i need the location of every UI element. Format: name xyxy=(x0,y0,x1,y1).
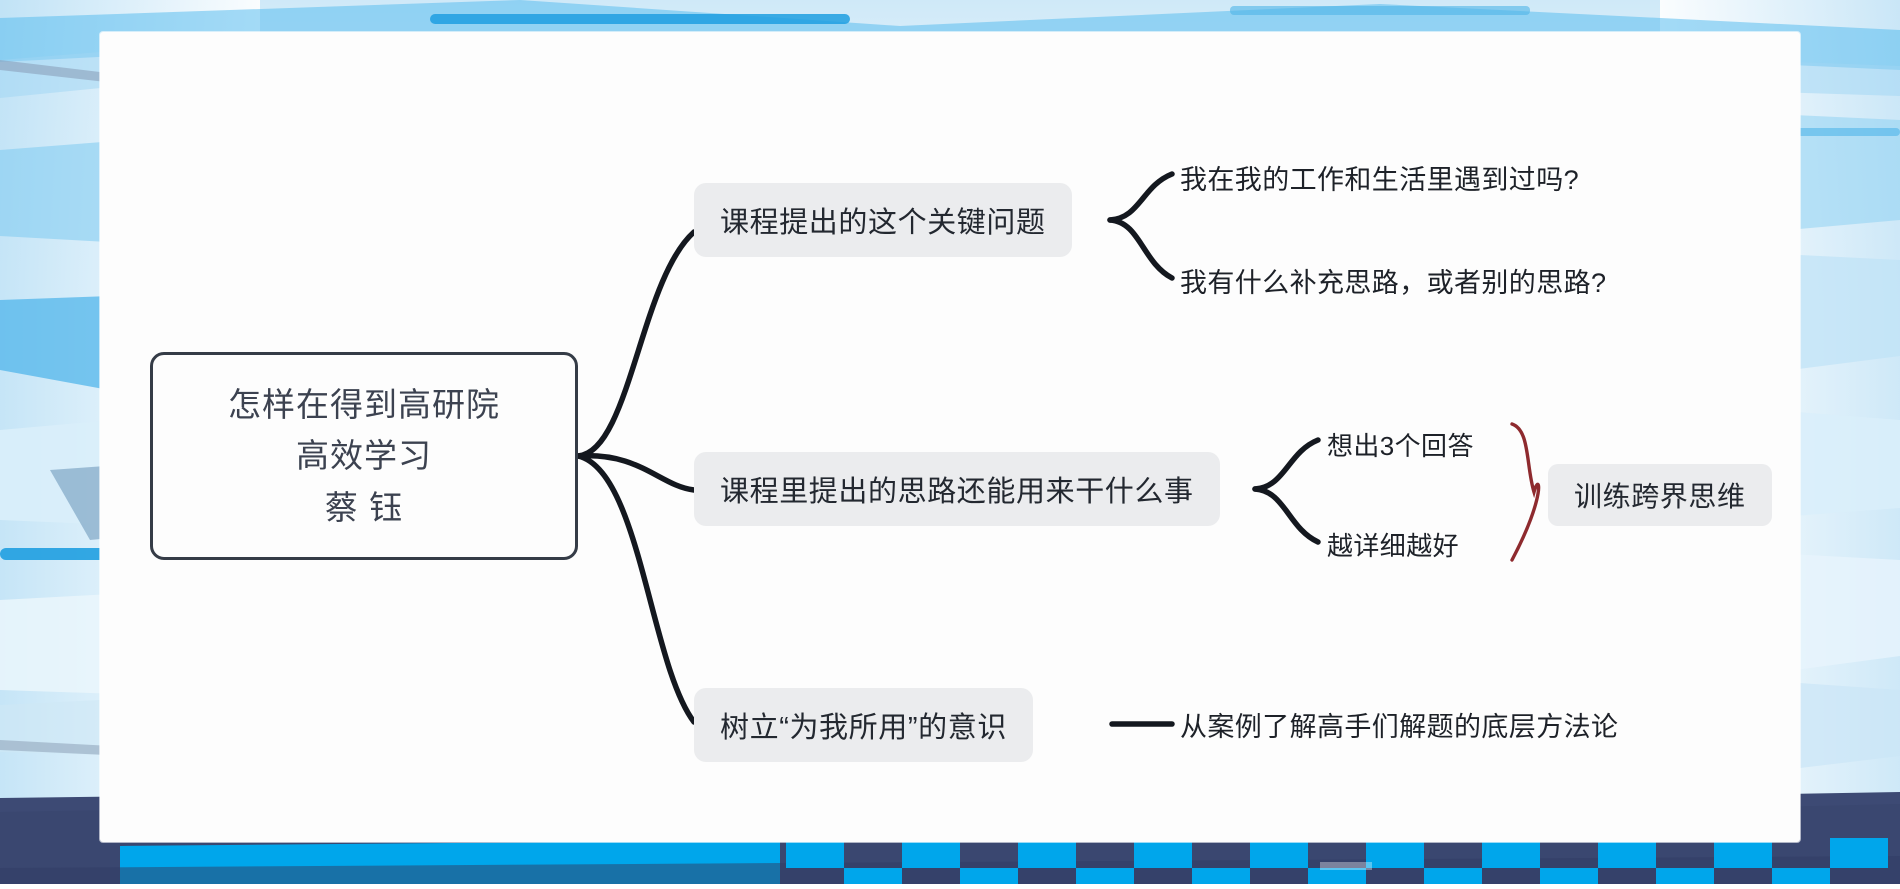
topic-node-1[interactable]: 课程提出的这个关键问题 xyxy=(694,183,1072,257)
root-line-3: 蔡 钰 xyxy=(324,488,404,526)
leaf-node-1a[interactable]: 我在我的工作和生活里遇到过吗? xyxy=(1180,165,1580,195)
topic-node-3[interactable]: 树立“为我所用”的意识 xyxy=(694,688,1033,762)
leaf-node-3a[interactable]: 从案例了解高手们解题的底层方法论 xyxy=(1180,712,1619,742)
root-line-2: 高效学习 xyxy=(296,437,432,475)
topic-node-2[interactable]: 课程里提出的思路还能用来干什么事 xyxy=(694,452,1220,526)
leaf-node-2a[interactable]: 想出3个回答 xyxy=(1327,431,1474,461)
leaf-node-2b[interactable]: 越详细越好 xyxy=(1327,531,1460,561)
leaf-node-1b[interactable]: 我有什么补充思路，或者别的思路? xyxy=(1180,268,1607,298)
root-line-1: 怎样在得到高研院 xyxy=(228,385,500,423)
summary-node-cross-disciplinary-thinking[interactable]: 训练跨界思维 xyxy=(1548,464,1772,526)
root-node[interactable]: 怎样在得到高研院 高效学习 蔡 钰 xyxy=(150,352,578,560)
